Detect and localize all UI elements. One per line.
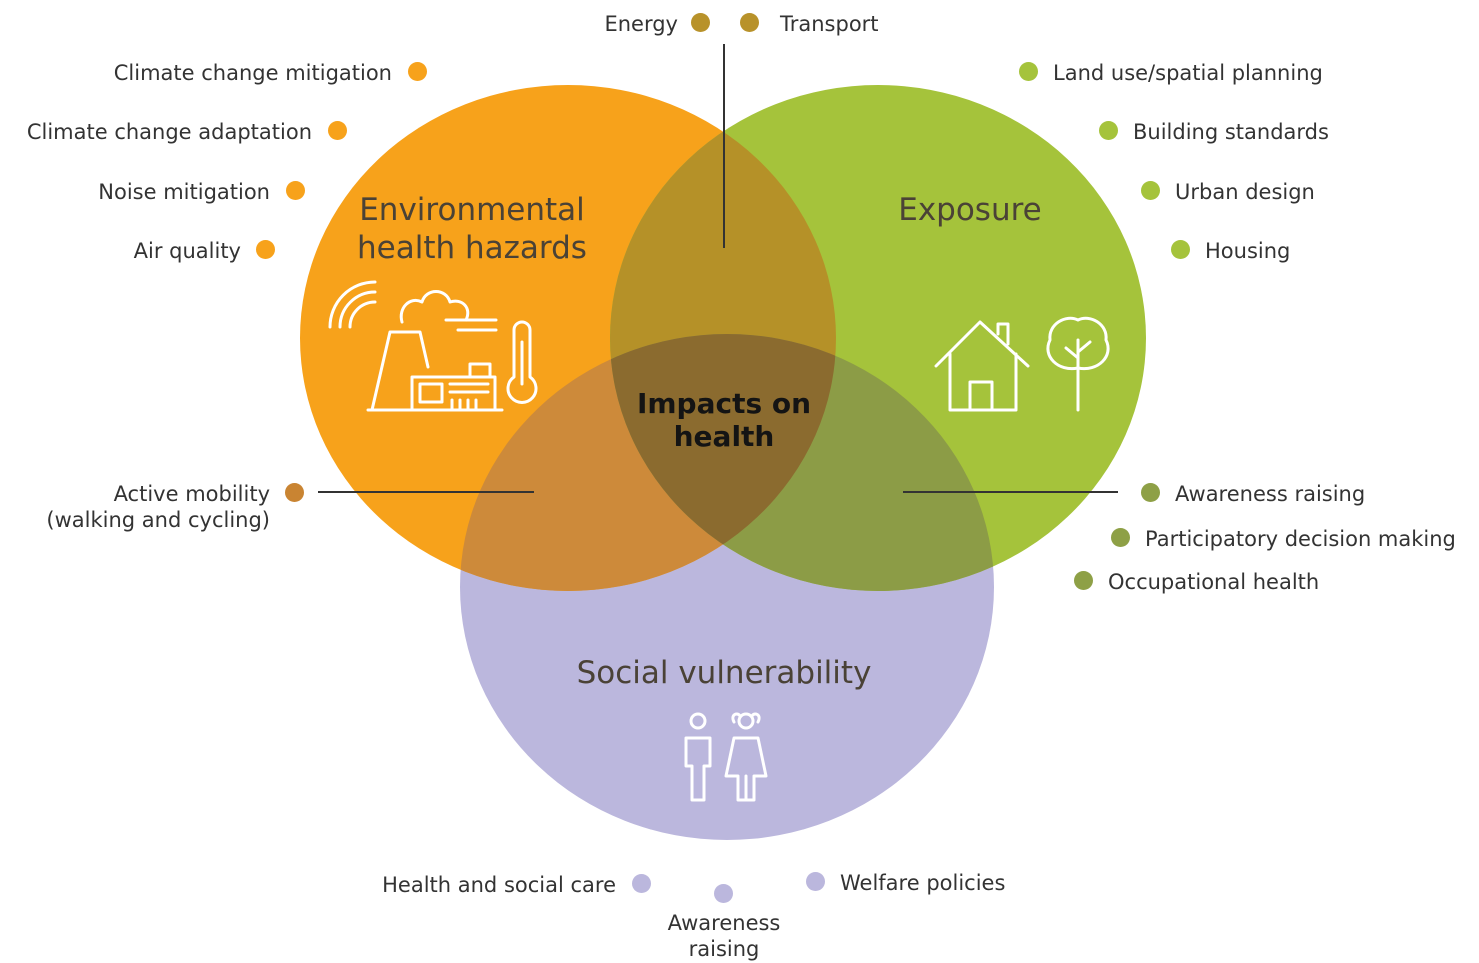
exp-item-urban: Urban design xyxy=(1175,180,1315,204)
thermometer-icon xyxy=(506,320,538,404)
environment-title: Environmental health hazards xyxy=(352,191,592,267)
social-item-health-care: Health and social care xyxy=(382,873,616,897)
exp-item-dot xyxy=(1099,121,1118,140)
man-icon xyxy=(684,712,712,802)
exp-soc-item-dot xyxy=(1074,571,1093,590)
exp-item-land-use: Land use/spatial planning xyxy=(1053,61,1323,85)
social-icons xyxy=(684,712,768,802)
exp-item-dot xyxy=(1171,240,1190,259)
active-mobility-line1: Active mobility xyxy=(113,482,270,506)
active-mobility-line2: (walking and cycling) xyxy=(46,508,270,532)
env-item-noise: Noise mitigation xyxy=(98,180,270,204)
social-item-welfare: Welfare policies xyxy=(840,871,1006,895)
center-title-line2: health xyxy=(673,420,775,453)
exp-soc-item-dot xyxy=(1111,528,1130,547)
exp-soc-item-occupational: Occupational health xyxy=(1108,570,1320,594)
social-title: Social vulnerability xyxy=(576,655,872,691)
exposure-icons xyxy=(934,316,1110,412)
env-item-dot xyxy=(256,240,275,259)
env-item-dot xyxy=(286,181,305,200)
exp-item-dot xyxy=(1141,181,1160,200)
center-title-line1: Impacts on xyxy=(636,387,812,420)
env-item-dot xyxy=(328,121,347,140)
transport-dot xyxy=(740,13,759,32)
exp-item-housing: Housing xyxy=(1205,239,1291,263)
environment-icons xyxy=(328,280,538,412)
active-mobility-dot xyxy=(285,483,304,502)
center-title: Impacts on health xyxy=(614,387,834,453)
exposure-title: Exposure xyxy=(898,192,1042,228)
transport-label: Transport xyxy=(780,12,879,36)
woman-icon xyxy=(724,712,768,802)
env-item-climate-mitigation: Climate change mitigation xyxy=(113,61,392,85)
env-item-climate-adaptation: Climate change adaptation xyxy=(26,120,312,144)
social-item-dot xyxy=(714,884,733,903)
exp-soc-item-dot xyxy=(1141,483,1160,502)
energy-dot xyxy=(691,13,710,32)
social-awareness-line2: raising xyxy=(688,937,760,961)
env-item-air-quality: Air quality xyxy=(133,239,241,263)
exp-item-building: Building standards xyxy=(1133,120,1329,144)
active-mobility-label: Active mobility (walking and cycling) xyxy=(20,481,270,533)
social-item-awareness: Awareness raising xyxy=(624,910,824,962)
energy-label: Energy xyxy=(604,12,678,36)
tree-icon xyxy=(1046,316,1110,412)
env-item-dot xyxy=(408,62,427,81)
factory-icon xyxy=(366,330,504,412)
social-item-dot xyxy=(632,874,651,893)
social-awareness-line1: Awareness xyxy=(667,911,781,935)
social-item-dot xyxy=(806,872,825,891)
exp-soc-item-participatory: Participatory decision making xyxy=(1145,527,1456,551)
house-icon xyxy=(934,320,1030,412)
wifi-signal-icon xyxy=(328,280,377,329)
environment-title-line1: Environmental xyxy=(359,192,585,228)
exp-soc-item-awareness: Awareness raising xyxy=(1175,482,1366,506)
environment-title-line2: health hazards xyxy=(357,230,587,266)
exp-item-dot xyxy=(1019,62,1038,81)
cloud-icon xyxy=(399,290,498,332)
